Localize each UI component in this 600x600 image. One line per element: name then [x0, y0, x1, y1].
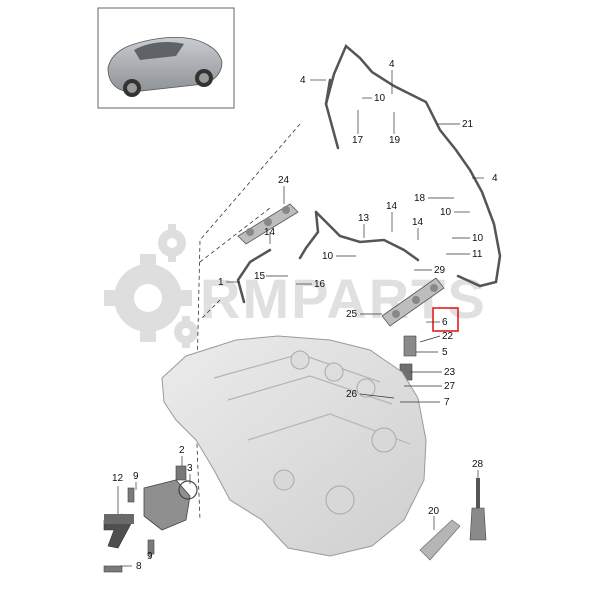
callout-13: 13 — [358, 213, 370, 224]
callout-labels: 4 4 10 21 17 19 4 18 10 24 14 13 14 14 1… — [112, 59, 498, 572]
callout-24: 24 — [278, 175, 290, 186]
callout-14-b: 14 — [386, 201, 398, 212]
callout-8: 8 — [136, 561, 142, 572]
callout-10-c: 10 — [322, 251, 334, 262]
callout-22: 22 — [442, 331, 454, 342]
callout-4-b: 4 — [389, 59, 395, 70]
high-pressure-pump — [143, 465, 198, 531]
callout-14-a: 14 — [264, 227, 276, 238]
callout-15: 15 — [254, 271, 266, 282]
callout-21: 21 — [462, 119, 474, 130]
gear-icon — [174, 316, 198, 348]
callout-7: 7 — [444, 397, 450, 408]
watermark-text: RMPARTS — [200, 267, 487, 330]
callout-29: 29 — [434, 265, 446, 276]
callout-26: 26 — [346, 389, 358, 400]
callout-20: 20 — [428, 506, 440, 517]
callout-3: 3 — [187, 463, 193, 474]
callout-25: 25 — [346, 309, 358, 320]
assembly-leader-lines — [195, 123, 301, 521]
callout-17: 17 — [352, 135, 364, 146]
callout-5: 5 — [442, 347, 448, 358]
fuel-rail-upper — [237, 203, 299, 245]
bolts — [103, 487, 155, 573]
fuel-rail-lower — [381, 277, 445, 327]
callout-4-a: 4 — [300, 75, 306, 86]
callout-27: 27 — [444, 381, 456, 392]
bracket-part — [103, 513, 134, 549]
callout-leaders — [117, 70, 484, 567]
gear-icon — [158, 224, 186, 262]
callout-10-b: 10 — [440, 207, 452, 218]
callout-1: 1 — [218, 277, 224, 288]
callout-23: 23 — [444, 367, 456, 378]
engine-block — [161, 335, 427, 557]
special-tool — [469, 478, 487, 541]
callout-19: 19 — [389, 135, 401, 146]
callout-11: 11 — [472, 249, 483, 260]
callout-14-c: 14 — [412, 217, 424, 228]
highlight-box — [432, 307, 459, 332]
watermark: RMPARTS — [104, 224, 487, 348]
callout-28: 28 — [472, 459, 484, 470]
callout-10-a: 10 — [374, 93, 386, 104]
callout-9-b: 9 — [147, 551, 153, 562]
callout-4-c: 4 — [492, 173, 498, 184]
callout-16: 16 — [314, 279, 326, 290]
lubricant-tube — [419, 519, 461, 561]
callout-2: 2 — [179, 445, 185, 456]
fuel-lines — [236, 43, 502, 304]
gear-icon — [104, 254, 192, 342]
vehicle-thumbnail — [97, 7, 235, 109]
callout-9-a: 9 — [133, 471, 139, 482]
callout-6: 6 — [442, 317, 448, 328]
callout-18: 18 — [414, 193, 426, 204]
callout-10-d: 10 — [472, 233, 484, 244]
callout-12: 12 — [112, 473, 124, 484]
